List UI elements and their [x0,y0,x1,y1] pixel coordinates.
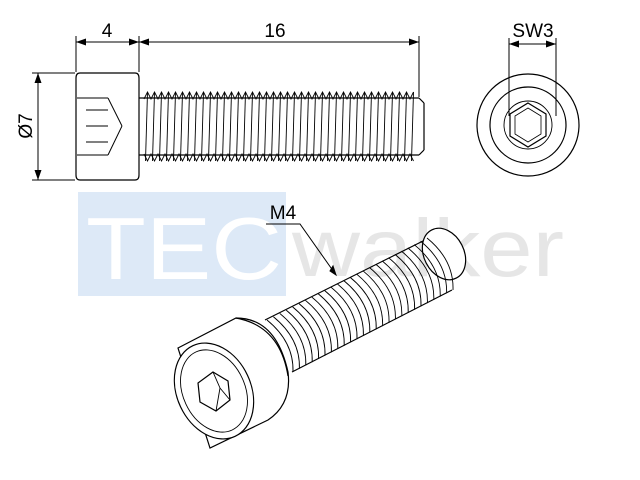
thread-side-flank [404,91,407,162]
iso-head-face [173,342,255,440]
thread-iso-turn [388,257,416,310]
end-view-inner-circle [489,86,567,164]
watermark: TEC walker [78,192,564,298]
thread-side-flank [383,91,386,162]
thread-side-flank [341,91,344,162]
thread-iso-turn [362,270,390,323]
thread-iso-turn [311,296,339,350]
thread-side-flank [369,91,372,162]
thread-side-flank [229,91,232,162]
watermark-tec: TEC [86,199,282,298]
dim-label-head-diameter: Ø7 [16,113,37,138]
thread-side-flank [278,91,281,162]
thread-iso-turn [394,254,422,307]
thread-leader-line [266,223,337,276]
end-view-outer-circle [476,73,580,177]
thread-side-flank [243,91,246,162]
thread-side-flank [264,91,267,162]
thread-iso-turn [279,313,307,366]
dimension-labels: 4 16 Ø7 SW3 M4 [16,21,554,224]
thread-side-flank [355,91,358,162]
end-view [476,73,580,177]
thread-side-flank [145,91,148,162]
thread-side-flank [201,91,204,162]
thread-iso-turn [305,299,332,353]
thread-side-flank [320,91,323,162]
dim-label-drive-size: SW3 [512,21,553,42]
thread-side-flank [159,91,162,162]
thread-side-flank [348,91,351,162]
dim-label-shank-length: 16 [264,21,285,42]
thread-side-flank [215,91,218,162]
thread-side-flank [292,91,295,162]
thread-side-flank [257,91,260,162]
thread-side-flank [306,91,309,162]
thread-iso-turn [292,306,320,359]
dim-label-thread-size: M4 [270,203,297,224]
thread-side-flank [271,91,274,162]
thread-side-flank [334,91,337,162]
shank-tip-chamfer-top [418,97,425,104]
thread-iso-turn [285,309,313,363]
thread-side-flank [187,91,190,162]
thread-side-flank [222,91,225,162]
thread-side-flank [390,91,393,162]
end-view-hex-socket-inner [514,107,542,143]
iso-head-rim [235,317,289,377]
thread-side-flank [411,91,414,162]
thread-side-flank [285,91,288,162]
thread-iso [266,237,454,373]
hex-socket-hidden [77,97,123,156]
screw-head-outline [75,72,140,181]
thread-side-flank [362,91,365,162]
thread-iso-turn [273,316,300,369]
thread-iso-turn [337,283,364,336]
isometric-view [173,227,467,449]
iso-head-face-inner [180,349,248,433]
end-view-hex-socket [509,102,547,148]
shank-tip-chamfer-bottom [418,149,425,156]
thread-side-crest-top [143,90,414,101]
thread-side-flank [250,91,253,162]
thread-iso-turn [266,319,294,373]
thread-iso-turn [343,280,371,333]
thread-iso-turn [356,273,384,327]
thread-iso-turn [375,263,403,317]
thread-side [143,90,414,163]
dim-label-head-length: 4 [102,21,113,42]
thread-side-flank [166,91,169,162]
side-view [75,72,425,181]
thread-side-flank [313,91,316,162]
thread-iso-turn [407,247,435,300]
thread-side-flank [173,91,176,162]
thread-iso-turn [401,250,428,304]
thread-iso-turn [420,240,448,294]
thread-iso-turn [369,267,396,320]
thread-side-flank [194,91,197,162]
thread-iso-turn [298,303,326,356]
iso-shank [264,227,467,373]
thread-side-flank [236,91,239,162]
thread-side-flank [397,91,400,162]
thread-iso-turn [381,260,409,313]
thread-iso-turn [413,244,441,297]
watermark-block [78,192,286,296]
thread-iso-turn [324,290,352,343]
thread-side-flank [180,91,183,162]
thread-iso-turn [349,277,377,330]
thread-iso-turn [317,293,345,346]
thread-side-flank [299,91,302,162]
thread-iso-turn [330,286,358,340]
dimensions [32,36,557,277]
thread-iso-turn [426,237,454,291]
thread-side-flank [208,91,211,162]
thread-side-flank [152,91,155,162]
end-view-socket-circle [503,100,553,150]
thread-side-flank [376,91,379,162]
thread-side-flank [327,91,330,162]
